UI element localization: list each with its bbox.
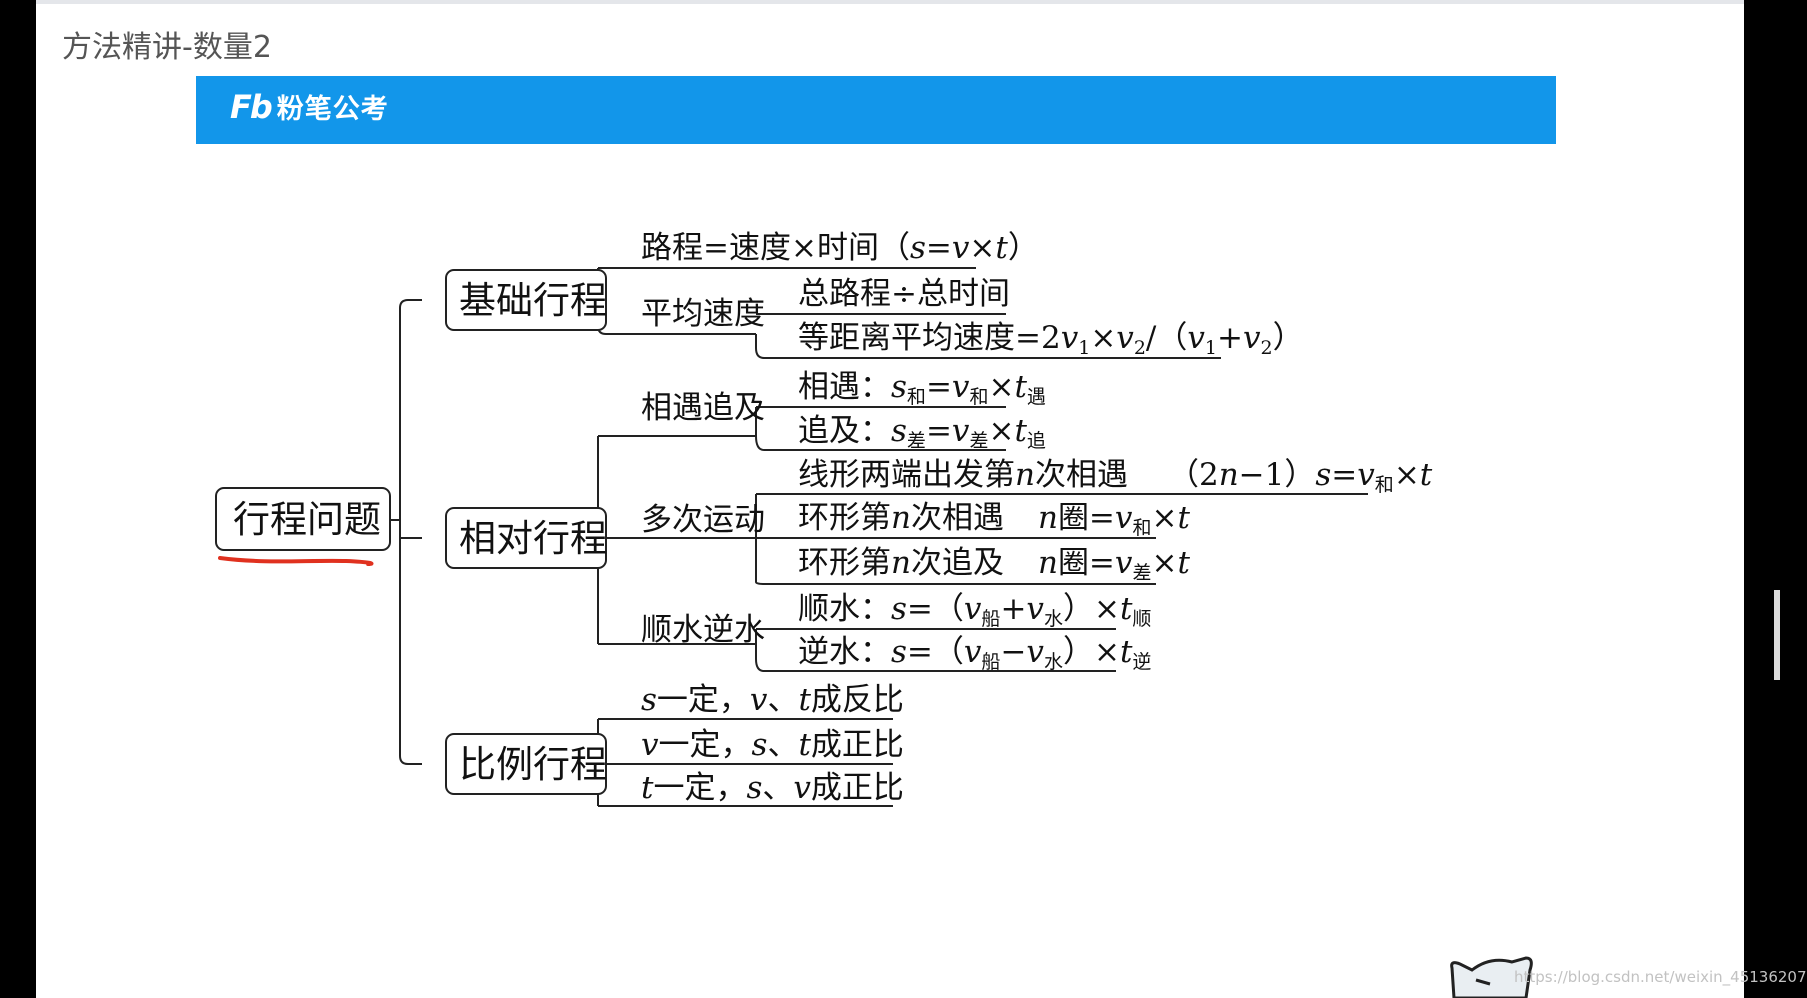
watermark: https://blog.csdn.net/weixin_45136207 — [1514, 968, 1807, 986]
svg-text:相对行程: 相对行程 — [459, 517, 607, 560]
formula-chase: 追及：s差=v差×t追 — [798, 413, 1046, 452]
formula-linear-meet: 线形两端出发第n次相遇（2n−1）s=v和×t — [798, 457, 1433, 496]
svg-text:基础行程: 基础行程 — [459, 279, 607, 322]
label-average-speed: 平均速度 — [641, 296, 765, 332]
formula-equal-distance: 等距离平均速度=2v1×v2/（v1+v2） — [798, 320, 1304, 359]
scrollbar[interactable] — [1774, 590, 1780, 680]
label-multiple-motion: 多次运动 — [641, 502, 765, 538]
formula-meet: 相遇：s和=v和×t遇 — [798, 369, 1046, 408]
page-title: 方法精讲-数量2 — [62, 30, 272, 65]
label-water-flow: 顺水逆水 — [641, 612, 765, 648]
slide: Fb 粉笔公考 — [196, 76, 1556, 998]
mindmap: 行程问题 基础行程 相对行程 比例行程 路程=速度×时间（s=v×t） 平均速度 — [215, 230, 1433, 807]
page: 方法精讲-数量2 Fb 粉笔公考 — [36, 0, 1807, 998]
formula-average-total: 总路程÷总时间 — [798, 276, 1010, 312]
mascot-icon — [1450, 956, 1533, 998]
brand-name: 粉笔公考 — [276, 94, 389, 125]
root-node: 行程问题 — [215, 487, 391, 566]
svg-text:行程问题: 行程问题 — [233, 498, 381, 541]
formula-downstream: 顺水：s=（v船+v水）×t顺 — [798, 591, 1151, 630]
mindmap-connectors — [382, 267, 1368, 807]
node-relative: 相对行程 — [445, 507, 607, 569]
formula-ratio-s: s一定，v、t成反比 — [641, 682, 904, 718]
formula-upstream: 逆水：s=（v船−v水）×t逆 — [798, 634, 1151, 673]
brand-logo: Fb 粉笔公考 — [230, 87, 389, 126]
label-meet-chase: 相遇追及 — [641, 390, 765, 426]
node-ratio: 比例行程 — [445, 733, 607, 795]
top-strip — [36, 0, 1744, 4]
formula-ratio-v: v一定，s、t成正比 — [641, 727, 904, 763]
brand-bar: Fb 粉笔公考 — [196, 76, 1556, 144]
formula-distance: 路程=速度×时间（s=v×t） — [641, 230, 1039, 266]
fb-logo-icon: Fb — [230, 87, 273, 126]
red-underline-annotation — [218, 556, 374, 566]
svg-text:比例行程: 比例行程 — [459, 743, 607, 786]
formula-ratio-t: t一定，s、v成正比 — [641, 770, 904, 806]
node-basic: 基础行程 — [445, 269, 607, 331]
